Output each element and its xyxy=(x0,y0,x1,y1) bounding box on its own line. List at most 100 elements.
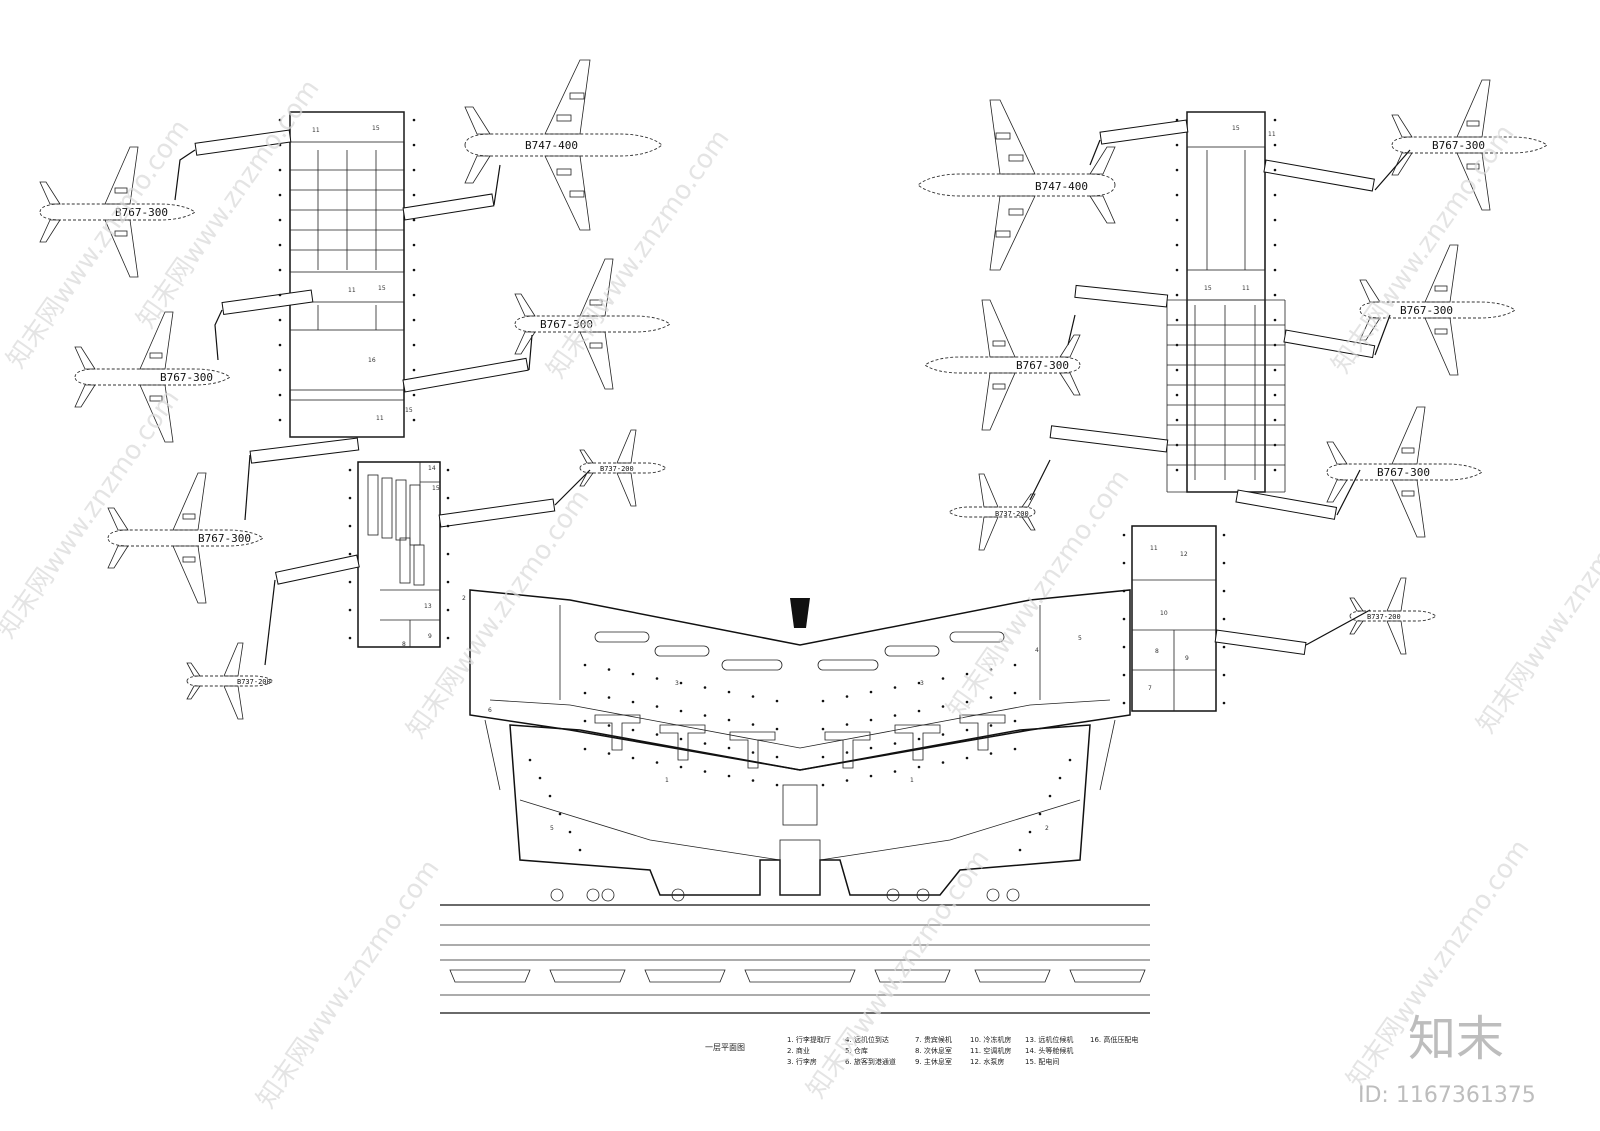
room-label: 15 xyxy=(372,125,380,132)
column-dot xyxy=(1122,673,1126,677)
north-arrow-icon xyxy=(790,598,810,628)
column-dot xyxy=(989,724,993,727)
column-dot xyxy=(703,686,707,689)
room-label: 5 xyxy=(550,825,554,832)
aircraft-L5: B747-400 xyxy=(464,59,663,231)
column-dot xyxy=(893,742,897,745)
column-dot xyxy=(1175,193,1179,197)
column-dot xyxy=(1273,218,1277,222)
column-dot xyxy=(631,756,635,760)
aircraft-type-label: B767-300 xyxy=(160,371,213,384)
column-dot xyxy=(655,761,659,764)
column-dot xyxy=(845,779,849,782)
column-dot xyxy=(869,774,873,778)
drawing-title: 一层平面图 xyxy=(705,1043,745,1052)
column-dot xyxy=(1273,143,1277,147)
legend-item: 7. 贵宾候机 xyxy=(915,1035,952,1044)
room-label: 11 xyxy=(1268,131,1276,138)
column-dot xyxy=(775,727,779,731)
column-dot xyxy=(583,719,587,723)
column-dot xyxy=(1273,368,1277,372)
room-label: 5 xyxy=(1078,635,1082,642)
column-dot xyxy=(607,724,611,727)
aircraft-L6: B767-300 xyxy=(514,258,671,390)
room-label: 11 xyxy=(376,415,384,422)
column-dot xyxy=(1058,776,1062,780)
column-dot xyxy=(278,168,282,172)
column-dot xyxy=(1273,168,1277,172)
column-dot xyxy=(607,696,611,699)
legend-item: 16. 高低压配电 xyxy=(1090,1035,1138,1044)
column-dot xyxy=(446,524,450,528)
column-dot xyxy=(1175,368,1179,372)
column-dot xyxy=(278,368,282,372)
column-dot xyxy=(1122,617,1126,621)
room-label: 15 xyxy=(378,285,386,292)
aircraft-layer: B767-300 B767-300 B767-300 B737-200 B747… xyxy=(39,59,1548,720)
aircraft-type-label: B747-400 xyxy=(525,139,578,152)
brand-logo-text: 知末 xyxy=(1408,1011,1504,1067)
column-dot xyxy=(1222,645,1226,649)
watermark-text: 知末网www.znzmo.com xyxy=(1,114,195,374)
aircraft-R4: B767-300 xyxy=(1359,244,1516,376)
aircraft-type-label: B737-200 xyxy=(237,678,271,686)
column-dot xyxy=(446,552,450,556)
column-dot xyxy=(348,636,352,640)
room-label: 7 xyxy=(1148,685,1152,692)
column-dot xyxy=(941,761,945,764)
column-dot xyxy=(568,830,572,834)
column-dot xyxy=(278,268,282,272)
legend-item: 15. 配电间 xyxy=(1025,1057,1059,1066)
column-dot xyxy=(845,751,849,754)
column-dot xyxy=(917,765,921,769)
column-dot xyxy=(412,193,416,197)
room-label: 6 xyxy=(488,707,492,714)
column-dot xyxy=(583,663,587,667)
column-dot xyxy=(775,783,779,787)
column-dot xyxy=(348,524,352,528)
room-label: 15 xyxy=(1204,285,1212,292)
column-dot xyxy=(1222,533,1226,537)
column-dot xyxy=(703,714,707,717)
room-label: 13 xyxy=(424,603,432,610)
column-dot xyxy=(278,393,282,397)
column-dot xyxy=(1222,673,1226,677)
column-dot xyxy=(751,695,755,698)
room-label: 10 xyxy=(1160,610,1168,617)
watermark-layer: 知末网www.znzmo.com 知末网www.znzmo.com 知末网www… xyxy=(0,74,1600,1114)
column-dot xyxy=(869,690,873,694)
column-dot xyxy=(941,677,945,680)
legend-item: 5. 仓库 xyxy=(845,1046,868,1055)
aircraft-type-label: B767-300 xyxy=(1432,139,1485,152)
column-dot xyxy=(965,672,969,676)
room-label: 11 xyxy=(312,127,320,134)
column-dot xyxy=(1013,719,1017,723)
column-dot xyxy=(1175,418,1179,422)
column-dot xyxy=(1175,318,1179,322)
aircraft-type-label: B737-200 xyxy=(600,465,634,473)
column-dot xyxy=(965,728,969,732)
room-label: 8 xyxy=(402,641,406,648)
column-dot xyxy=(1122,701,1126,705)
column-dot xyxy=(412,143,416,147)
column-dot xyxy=(775,755,779,759)
landside-roadway xyxy=(440,904,1150,1014)
column-dot xyxy=(412,218,416,222)
room-label: 9 xyxy=(1185,655,1189,662)
room-label: 1 xyxy=(910,777,914,784)
column-dot xyxy=(893,686,897,689)
column-dot xyxy=(821,727,825,731)
room-label: 14 xyxy=(428,465,436,472)
legend-item: 9. 主休息室 xyxy=(915,1057,952,1066)
legend-item: 8. 次休息室 xyxy=(915,1046,952,1055)
column-dot xyxy=(941,705,945,708)
column-dot xyxy=(1222,701,1226,705)
column-dot xyxy=(1122,589,1126,593)
column-dot xyxy=(1122,561,1126,565)
column-dot xyxy=(278,293,282,297)
column-dot xyxy=(558,812,562,816)
column-dot xyxy=(679,709,683,713)
column-dot xyxy=(631,728,635,732)
column-dot xyxy=(727,746,731,750)
